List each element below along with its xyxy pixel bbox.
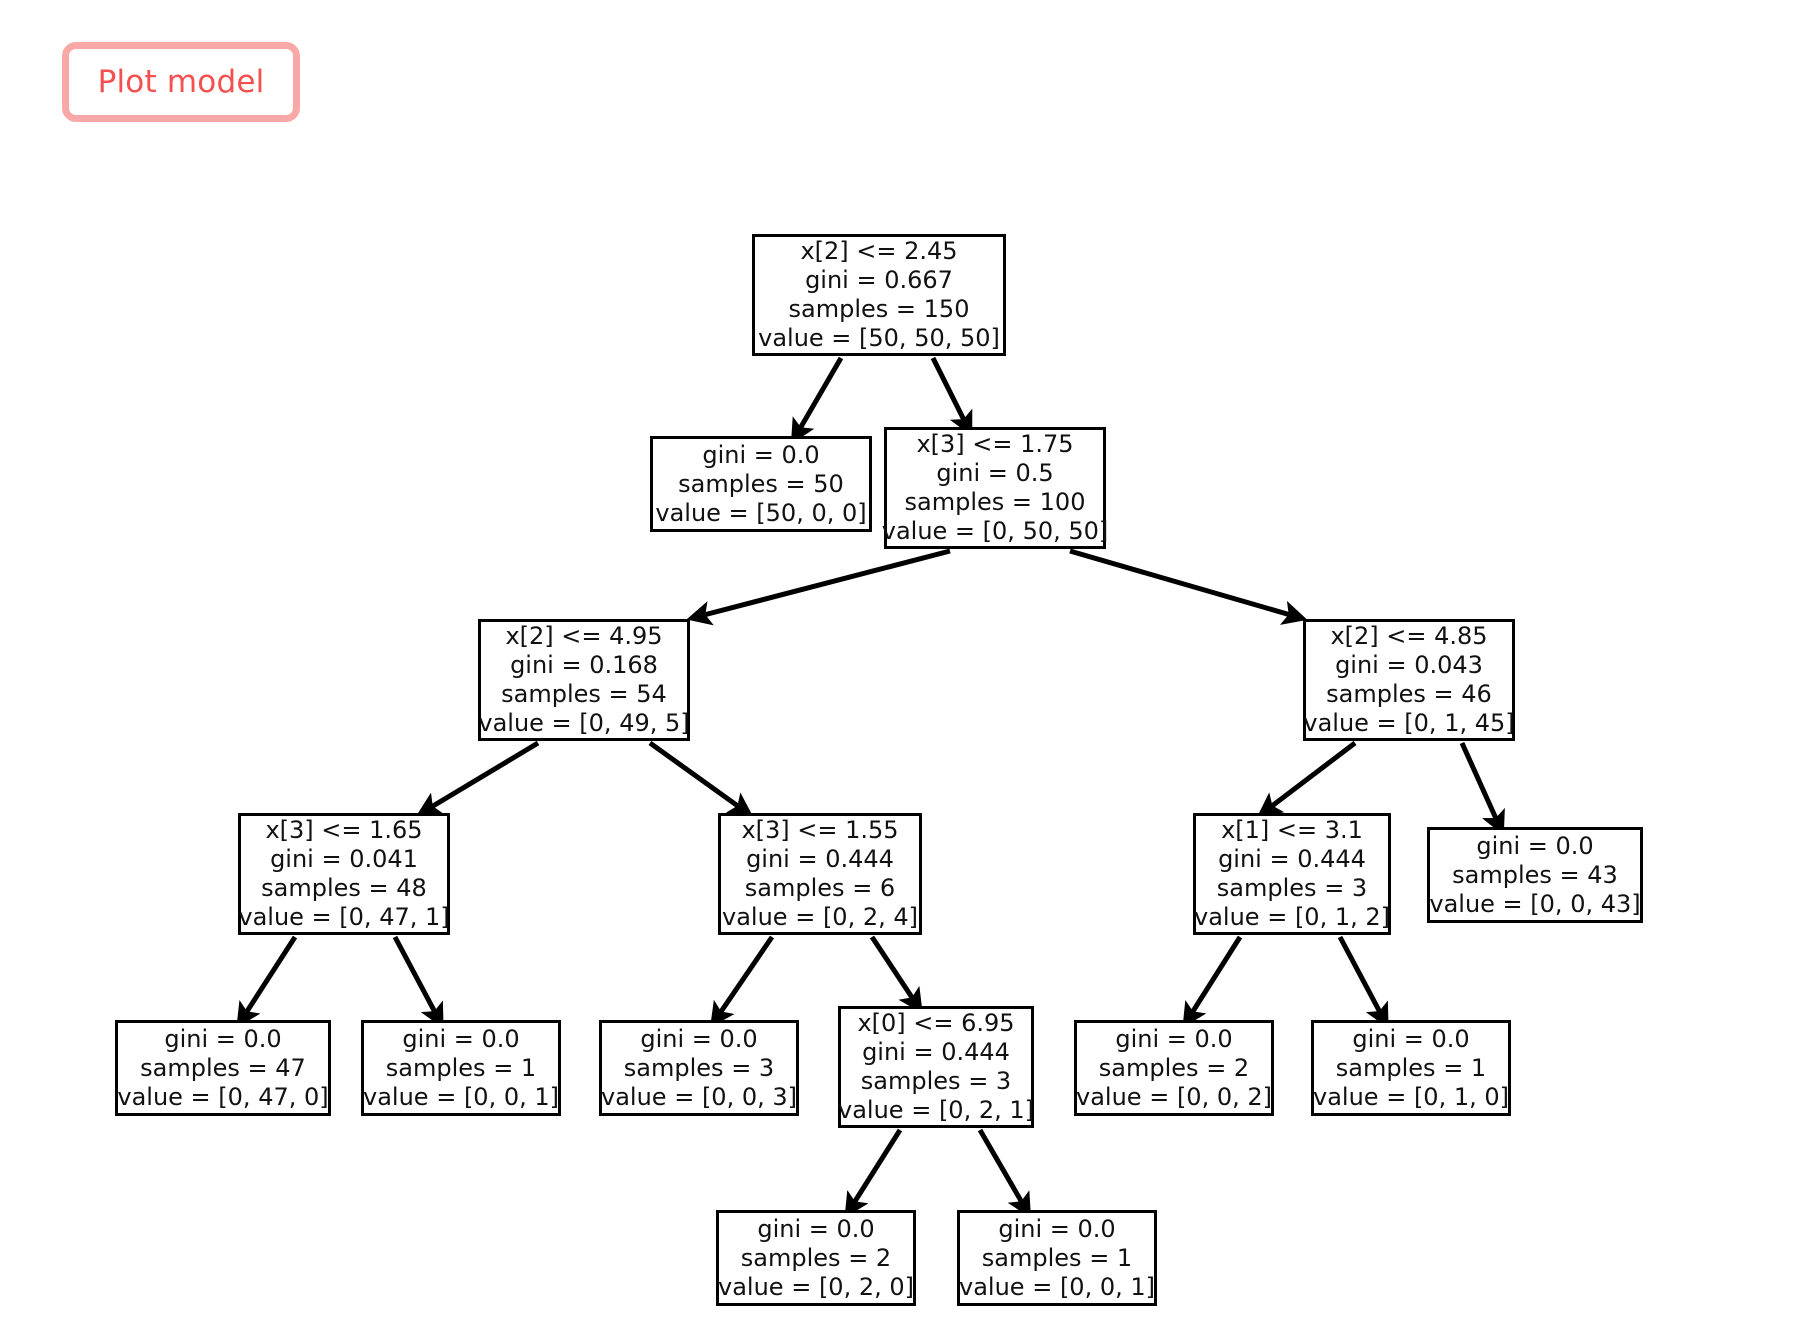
tree-node-value-text: value = [0, 47, 1] bbox=[238, 903, 450, 931]
tree-node-value-text: value = [50, 0, 0] bbox=[655, 498, 867, 527]
tree-node-gini-text: gini = 0.0 bbox=[998, 1214, 1116, 1243]
tree-node-gini-text: gini = 0.444 bbox=[1218, 845, 1366, 873]
tree-node-condition-text: x[2] <= 4.85 bbox=[1330, 622, 1488, 650]
tree-node-gini-text: gini = 0.0 bbox=[702, 440, 820, 469]
tree-edge-n7-to-n13 bbox=[1182, 935, 1243, 1028]
tree-node-condition-text: x[1] <= 3.1 bbox=[1221, 816, 1363, 844]
tree-edge-n4-to-n7 bbox=[1256, 741, 1357, 818]
tree-node-value-text: value = [0, 0, 1] bbox=[363, 1082, 559, 1111]
tree-node-condition-text: x[2] <= 4.95 bbox=[505, 622, 663, 650]
tree-node-condition-text: x[2] <= 2.45 bbox=[800, 237, 958, 265]
tree-edge-n5-to-n10 bbox=[392, 935, 444, 1029]
tree-node-condition-text: x[3] <= 1.65 bbox=[265, 816, 423, 844]
tree-node-gini-text: gini = 0.444 bbox=[862, 1038, 1010, 1066]
tree-node-value-text: value = [0, 1, 2] bbox=[1194, 903, 1390, 931]
tree-node-samples-text: samples = 3 bbox=[623, 1053, 775, 1082]
tree-edge-n3-to-n5 bbox=[415, 740, 540, 817]
tree-edge-n2-to-n4 bbox=[1069, 548, 1308, 625]
tree-node-gini-text: gini = 0.0 bbox=[640, 1024, 758, 1053]
tree-node-samples-text: samples = 50 bbox=[678, 469, 844, 498]
tree-node-samples-text: samples = 3 bbox=[1216, 874, 1368, 902]
tree-edge-n7-to-n14 bbox=[1337, 935, 1389, 1029]
tree-node-samples-text: samples = 2 bbox=[1098, 1053, 1250, 1082]
tree-node-samples-text: samples = 54 bbox=[501, 680, 667, 708]
tree-node-gini-text: gini = 0.667 bbox=[805, 266, 953, 294]
tree-edge-n0-to-n2 bbox=[930, 356, 973, 437]
tree-node-condition-text: x[3] <= 1.75 bbox=[916, 430, 1074, 458]
tree-node-value-text: value = [0, 47, 0] bbox=[117, 1082, 329, 1111]
tree-edge-n6-to-n12 bbox=[869, 935, 923, 1014]
tree-edge-n12-to-n16 bbox=[977, 1128, 1032, 1219]
tree-node-gini-text: gini = 0.444 bbox=[746, 845, 894, 873]
tree-node-value-text: value = [0, 0, 3] bbox=[601, 1082, 797, 1111]
tree-node-gini-text: gini = 0.5 bbox=[936, 459, 1054, 487]
tree-node-samples-text: samples = 48 bbox=[261, 874, 427, 902]
tree-node-value-text: value = [0, 0, 43] bbox=[1429, 889, 1641, 918]
tree-node-samples-text: samples = 1 bbox=[981, 1243, 1133, 1272]
tree-node-value-text: value = [0, 1, 0] bbox=[1313, 1082, 1509, 1111]
tree-node-samples-text: samples = 47 bbox=[140, 1053, 306, 1082]
tree-edge-n4-to-n8 bbox=[1459, 741, 1505, 836]
tree-node-value-text: value = [0, 50, 50] bbox=[881, 517, 1109, 545]
tree-node-gini-text: gini = 0.0 bbox=[164, 1024, 282, 1053]
tree-node-value-text: value = [0, 1, 45] bbox=[1303, 709, 1515, 737]
tree-node-value-text: value = [0, 2, 4] bbox=[722, 903, 918, 931]
tree-node-value-text: value = [50, 50, 50] bbox=[758, 324, 1000, 352]
tree-edge-n5-to-n9 bbox=[236, 935, 298, 1028]
tree-node-gini-text: gini = 0.0 bbox=[1476, 831, 1594, 860]
tree-node-value-text: value = [0, 49, 5] bbox=[478, 709, 690, 737]
tree-node-samples-text: samples = 150 bbox=[788, 295, 970, 323]
tree-node-value-text: value = [0, 2, 0] bbox=[718, 1272, 914, 1301]
tree-node-value-text: value = [0, 2, 1] bbox=[838, 1096, 1034, 1124]
tree-node-samples-text: samples = 3 bbox=[860, 1067, 1012, 1095]
tree-node-gini-text: gini = 0.168 bbox=[510, 651, 658, 679]
plot-model-button-label: Plot model bbox=[97, 63, 265, 100]
tree-node-samples-text: samples = 2 bbox=[740, 1243, 892, 1272]
tree-edge-n2-to-n3 bbox=[686, 548, 951, 626]
tree-node-gini-text: gini = 0.0 bbox=[1352, 1024, 1470, 1053]
tree-node-gini-text: gini = 0.043 bbox=[1335, 651, 1483, 679]
tree-node-gini-text: gini = 0.0 bbox=[757, 1214, 875, 1243]
tree-node-condition-text: x[0] <= 6.95 bbox=[857, 1009, 1015, 1037]
tree-node-samples-text: samples = 100 bbox=[904, 488, 1086, 516]
tree-node-gini-text: gini = 0.041 bbox=[270, 845, 418, 873]
tree-node-value-text: value = [0, 0, 1] bbox=[959, 1272, 1155, 1301]
tree-edge-n3-to-n6 bbox=[648, 740, 754, 818]
tree-node-gini-text: gini = 0.0 bbox=[402, 1024, 520, 1053]
tree-node-gini-text: gini = 0.0 bbox=[1115, 1024, 1233, 1053]
tree-node-samples-text: samples = 46 bbox=[1326, 680, 1492, 708]
tree-node-samples-text: samples = 43 bbox=[1452, 860, 1618, 889]
tree-node-samples-text: samples = 1 bbox=[385, 1053, 537, 1082]
tree-node-samples-text: samples = 6 bbox=[744, 874, 896, 902]
tree-edge-n12-to-n15 bbox=[844, 1128, 903, 1218]
tree-node-condition-text: x[3] <= 1.55 bbox=[741, 816, 899, 844]
tree-node-samples-text: samples = 1 bbox=[1335, 1053, 1487, 1082]
plot-model-button[interactable]: Plot model bbox=[62, 42, 300, 122]
tree-node-value-text: value = [0, 0, 2] bbox=[1076, 1082, 1272, 1111]
tree-edge-n0-to-n1 bbox=[790, 356, 844, 445]
tree-edge-n6-to-n11 bbox=[710, 935, 775, 1028]
